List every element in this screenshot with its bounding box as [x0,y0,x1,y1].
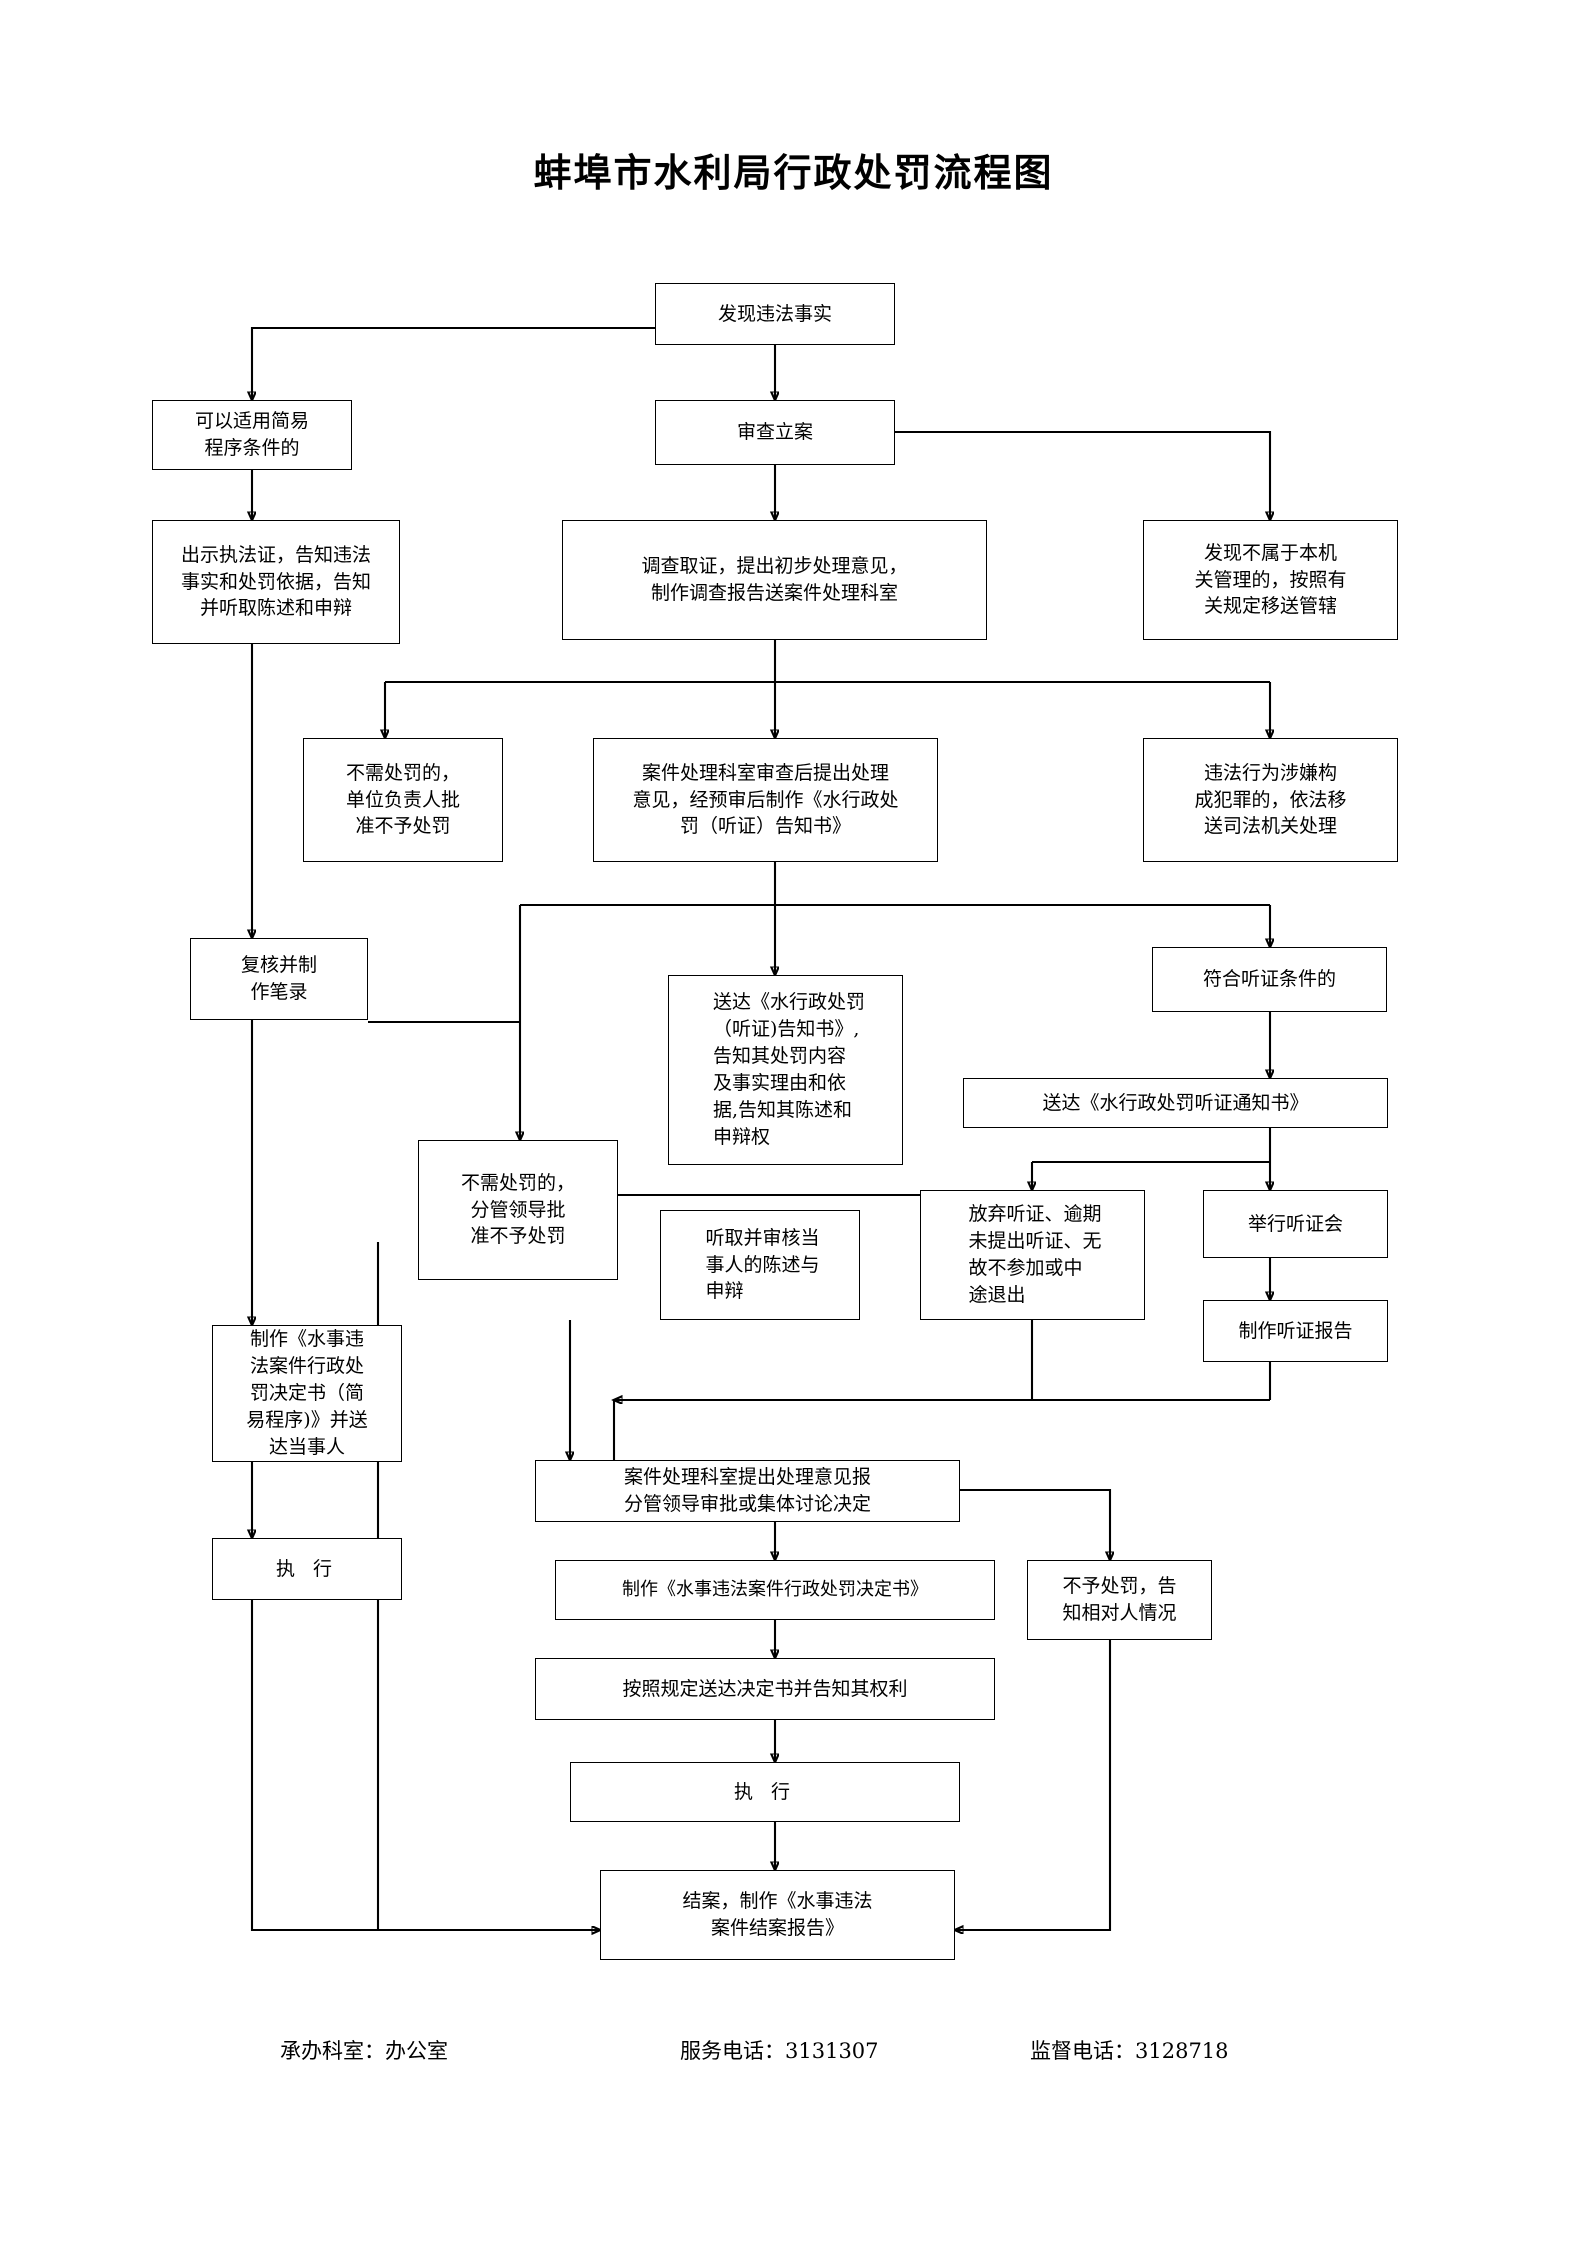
node-show-credentials-inform[interactable]: 出示执法证，告知违法 事实和处罚依据，告知 并听取陈述和申辩 [152,520,400,644]
node-hold-hearing[interactable]: 举行听证会 [1203,1190,1388,1258]
node-review-filing[interactable]: 审查立案 [655,400,895,465]
node-transfer-jurisdiction[interactable]: 发现不属于本机 关管理的，按照有 关规定移送管辖 [1143,520,1398,640]
node-make-penalty-decision[interactable]: 制作《水事违法案件行政处罚决定书》 [555,1560,995,1620]
footer-supervision-phone: 监督电话：3128718 [1030,2039,1229,2063]
node-make-hearing-report[interactable]: 制作听证报告 [1203,1300,1388,1362]
node-serve-penalty-hearing-notice[interactable]: 送达《水行政处罚 （听证)告知书》, 告知其处罚内容 及事实理由和依 据,告知其… [668,975,903,1165]
node-case-office-review-notice[interactable]: 案件处理科室审查后提出处理 意见，经预审后制作《水行政处 罚（听证）告知书》 [593,738,938,862]
node-investigate-collect-evidence[interactable]: 调查取证，提出初步处理意见， 制作调查报告送案件处理科室 [562,520,987,640]
node-no-penalty-unit-head-approval[interactable]: 不需处罚的， 单位负责人批 准不予处罚 [303,738,503,862]
page-title: 蚌埠市水利局行政处罚流程图 [533,150,1054,195]
node-no-penalty-inform-party[interactable]: 不予处罚，告 知相对人情况 [1027,1560,1212,1640]
node-execute-simple[interactable]: 执 行 [212,1538,402,1600]
node-close-case-report[interactable]: 结案，制作《水事违法 案件结案报告》 [600,1870,955,1960]
node-no-penalty-leader-approval[interactable]: 不需处罚的， 分管领导批 准不予处罚 [418,1140,618,1280]
node-review-make-record[interactable]: 复核并制 作笔录 [190,938,368,1020]
node-serve-hearing-notification[interactable]: 送达《水行政处罚听证通知书》 [963,1078,1388,1128]
node-meets-hearing-conditions[interactable]: 符合听证条件的 [1152,947,1387,1012]
node-hear-review-statement-defense[interactable]: 听取并审核当 事人的陈述与 申辩 [660,1210,860,1320]
node-serve-decision-inform-rights[interactable]: 按照规定送达决定书并告知其权利 [535,1658,995,1720]
footer-service-phone: 服务电话：3131307 [680,2039,879,2063]
footer-handling-office: 承办科室：办公室 [280,2039,448,2063]
node-case-office-opinion-to-leader[interactable]: 案件处理科室提出处理意见报 分管领导审批或集体讨论决定 [535,1460,960,1522]
node-make-simple-penalty-decision[interactable]: 制作《水事违 法案件行政处 罚决定书（简 易程序)》并送 达当事人 [212,1325,402,1462]
node-discover-illegal-fact[interactable]: 发现违法事实 [655,283,895,345]
node-waive-hearing-or-withdraw[interactable]: 放弃听证、逾期 未提出听证、无 故不参加或中 途退出 [920,1190,1145,1320]
node-execute-general[interactable]: 执 行 [570,1762,960,1822]
node-summary-procedure-eligible[interactable]: 可以适用简易 程序条件的 [152,400,352,470]
node-suspected-crime-transfer-judicial[interactable]: 违法行为涉嫌构 成犯罪的，依法移 送司法机关处理 [1143,738,1398,862]
